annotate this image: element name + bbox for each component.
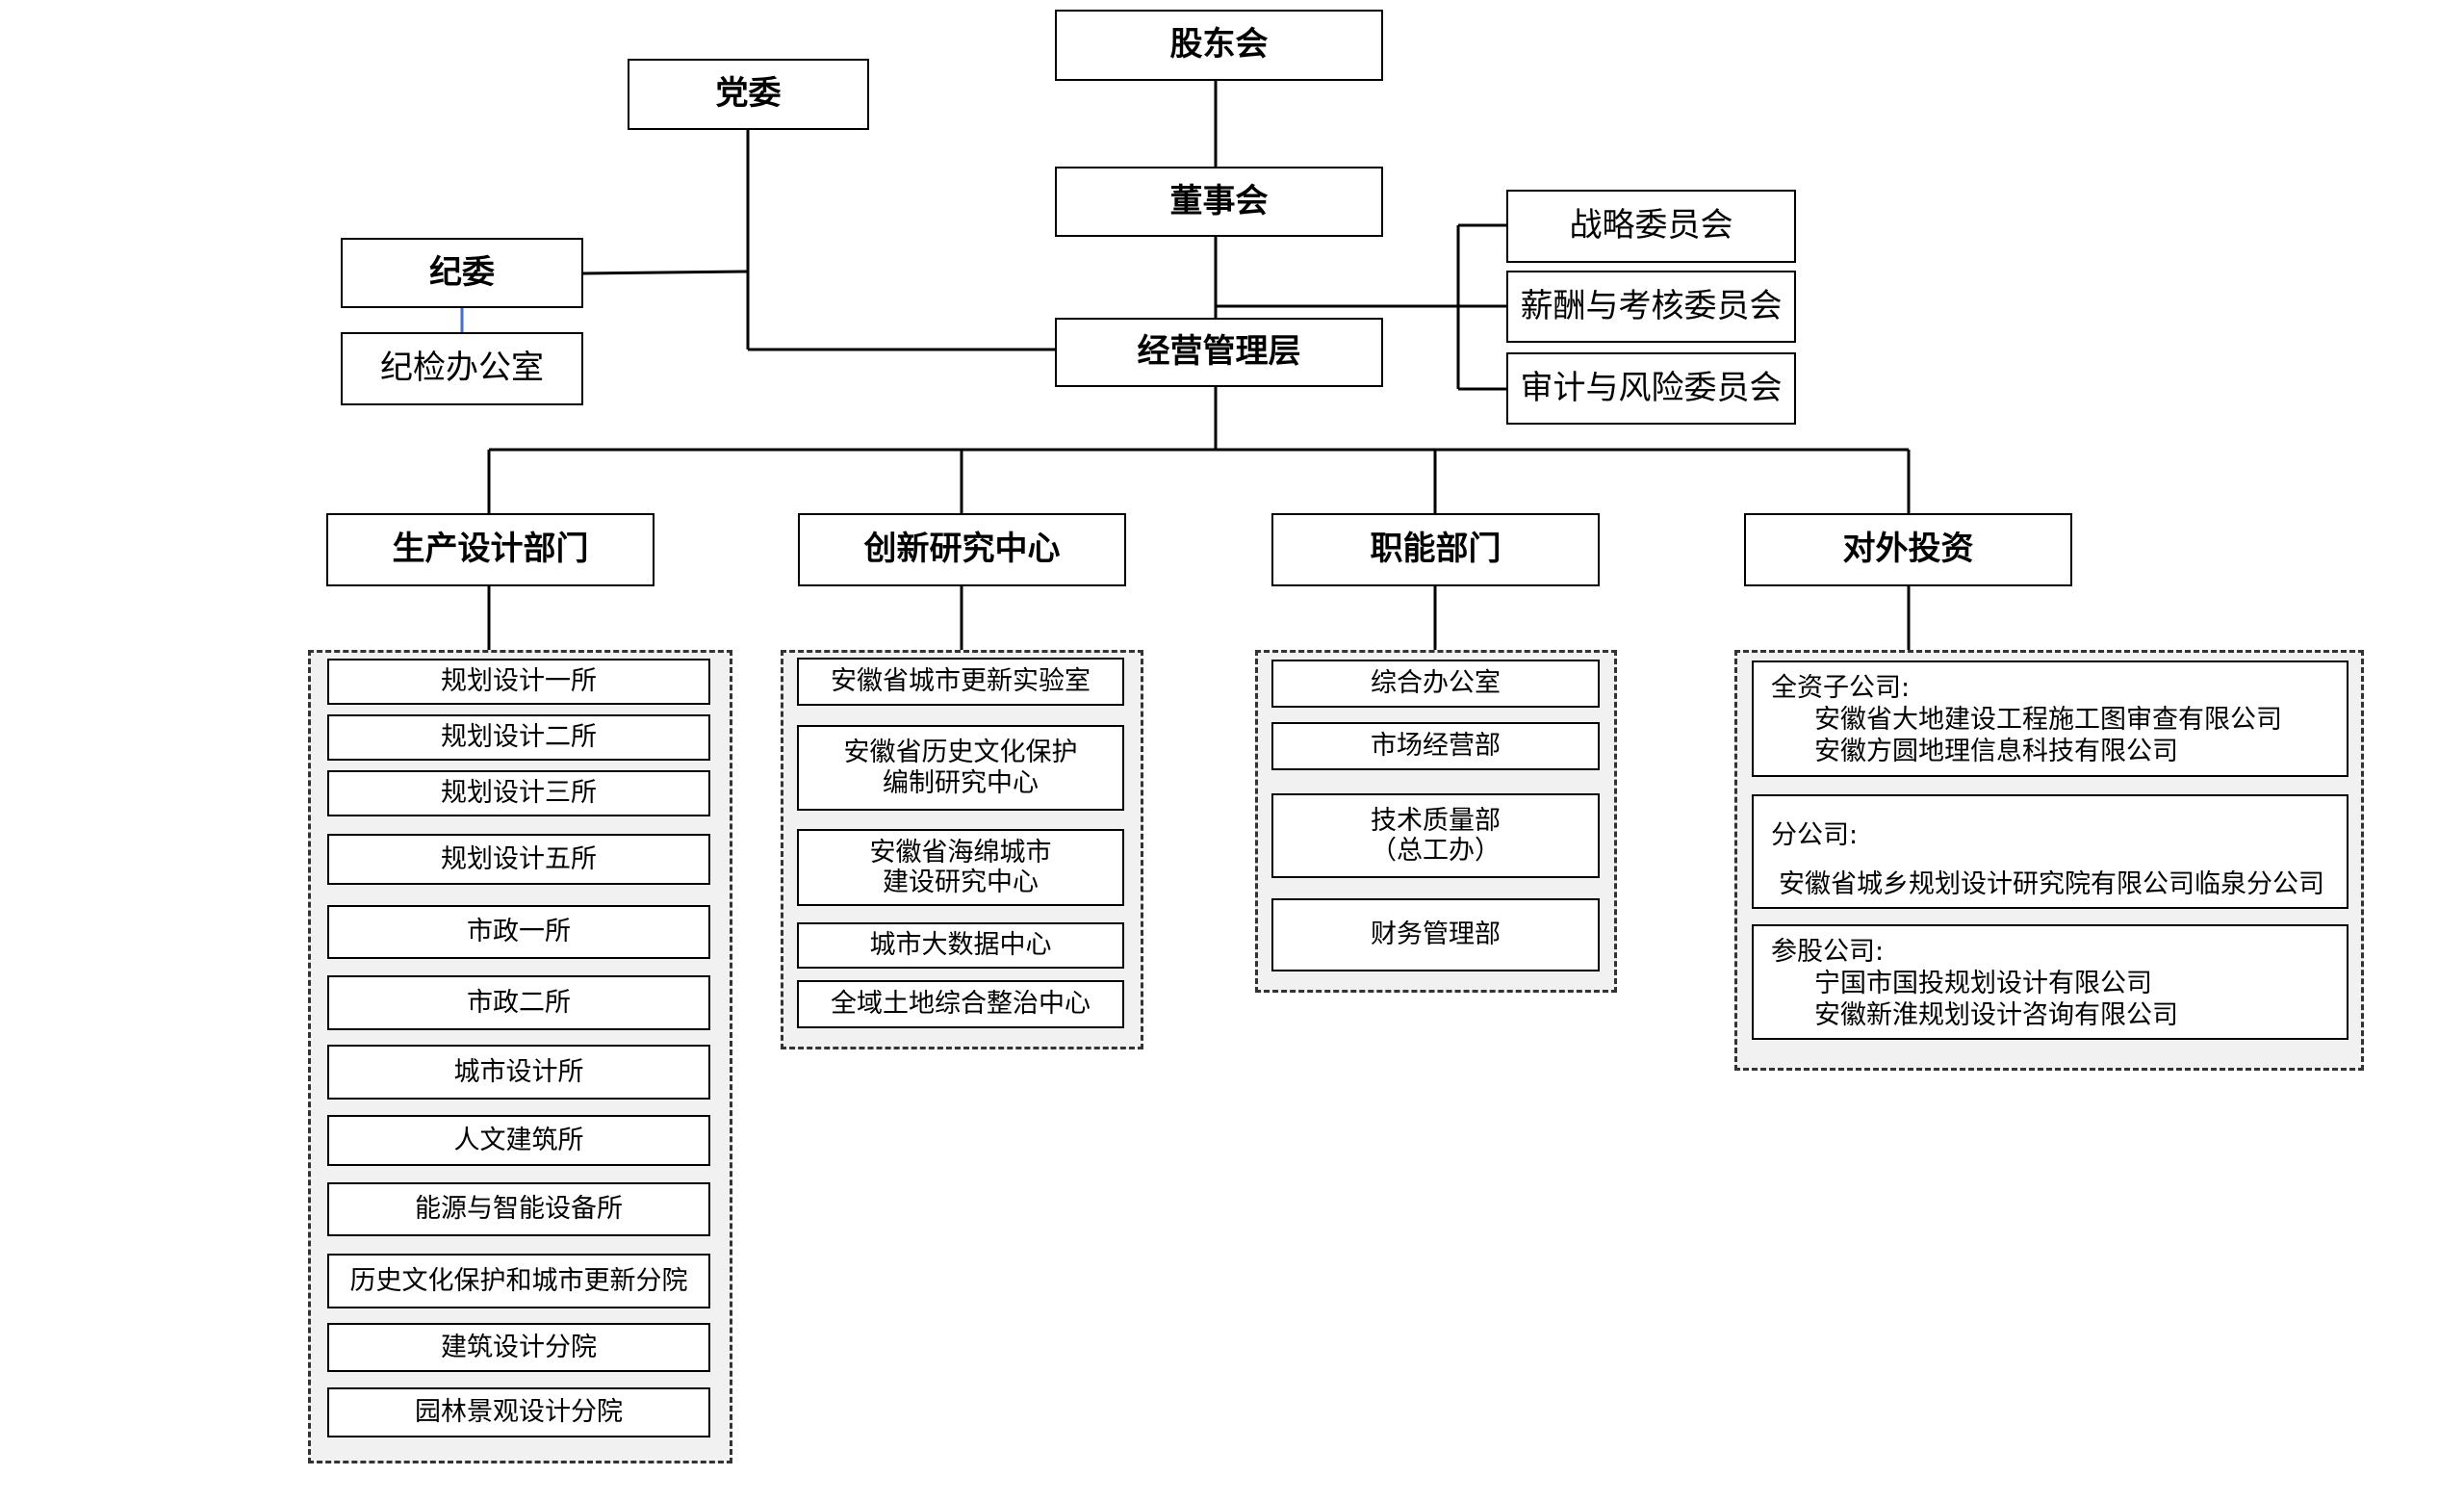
dept-investment-title: 对外投资: [1744, 513, 2072, 586]
production-unit: 规划设计二所: [327, 714, 710, 761]
connector-discipline-committee: [581, 270, 749, 275]
innovation-unit-label: 安徽省海绵城市 建设研究中心: [869, 837, 1052, 897]
committee-audit-risk: 审计与风险委员会: [1506, 352, 1796, 425]
committee-compensation: 薪酬与考核委员会: [1506, 271, 1796, 343]
party-committee-box: 党委: [628, 59, 869, 130]
investment-wholly-owned: 全资子公司: 安徽省大地建设工程施工图审查有限公司 安徽方圆地理信息科技有限公司: [1752, 660, 2348, 777]
functional-unit: 财务管理部: [1271, 898, 1600, 971]
production-unit: 人文建筑所: [327, 1115, 710, 1166]
innovation-unit: 城市大数据中心: [797, 922, 1124, 969]
wholly-owned-company: 安徽省大地建设工程施工图审查有限公司: [1814, 705, 2282, 735]
management-box: 经营管理层: [1055, 318, 1383, 387]
discipline-office-box: 纪检办公室: [341, 332, 583, 405]
functional-unit-label: 技术质量部 （总工办）: [1371, 805, 1501, 866]
equity-company: 宁国市国投规划设计有限公司: [1814, 969, 2152, 998]
shareholders-box: 股东会: [1055, 10, 1383, 81]
branch-company: 安徽省城乡规划设计研究院有限公司临泉分公司: [1779, 869, 2324, 899]
investment-equity: 参股公司: 宁国市国投规划设计有限公司 安徽新淮规划设计咨询有限公司: [1752, 924, 2348, 1040]
equity-company: 安徽新淮规划设计咨询有限公司: [1814, 1000, 2178, 1030]
dept-functional-title: 职能部门: [1271, 513, 1600, 586]
committee-strategy: 战略委员会: [1506, 190, 1796, 263]
innovation-unit: 全域土地综合整治中心: [797, 980, 1124, 1028]
wholly-owned-company: 安徽方圆地理信息科技有限公司: [1814, 737, 2178, 766]
functional-unit: 市场经营部: [1271, 722, 1600, 770]
functional-unit: 技术质量部 （总工办）: [1271, 793, 1600, 878]
functional-unit: 综合办公室: [1271, 660, 1600, 708]
discipline-committee-box: 纪委: [341, 238, 583, 308]
production-unit: 规划设计一所: [327, 659, 710, 705]
board-box: 董事会: [1055, 167, 1383, 237]
production-unit: 城市设计所: [327, 1045, 710, 1100]
investment-branch: 分公司: 安徽省城乡规划设计研究院有限公司临泉分公司: [1752, 794, 2348, 909]
branch-label: 分公司:: [1771, 820, 1859, 850]
innovation-unit: 安徽省历史文化保护 编制研究中心: [797, 725, 1124, 811]
equity-label: 参股公司:: [1771, 937, 1885, 967]
innovation-unit: 安徽省海绵城市 建设研究中心: [797, 829, 1124, 906]
production-unit: 规划设计五所: [327, 834, 710, 885]
wholly-owned-label: 全资子公司:: [1771, 673, 1911, 703]
production-unit: 市政一所: [327, 905, 710, 959]
production-unit: 规划设计三所: [327, 770, 710, 816]
production-unit: 市政二所: [327, 975, 710, 1030]
production-unit: 能源与智能设备所: [327, 1182, 710, 1236]
dept-production-title: 生产设计部门: [326, 513, 654, 586]
dept-innovation-title: 创新研究中心: [798, 513, 1126, 586]
production-unit: 建筑设计分院: [327, 1323, 710, 1372]
innovation-unit-label: 安徽省历史文化保护 编制研究中心: [843, 738, 1078, 798]
innovation-unit: 安徽省城市更新实验室: [797, 658, 1124, 706]
production-unit: 历史文化保护和城市更新分院: [327, 1254, 710, 1308]
production-unit: 园林景观设计分院: [327, 1387, 710, 1437]
